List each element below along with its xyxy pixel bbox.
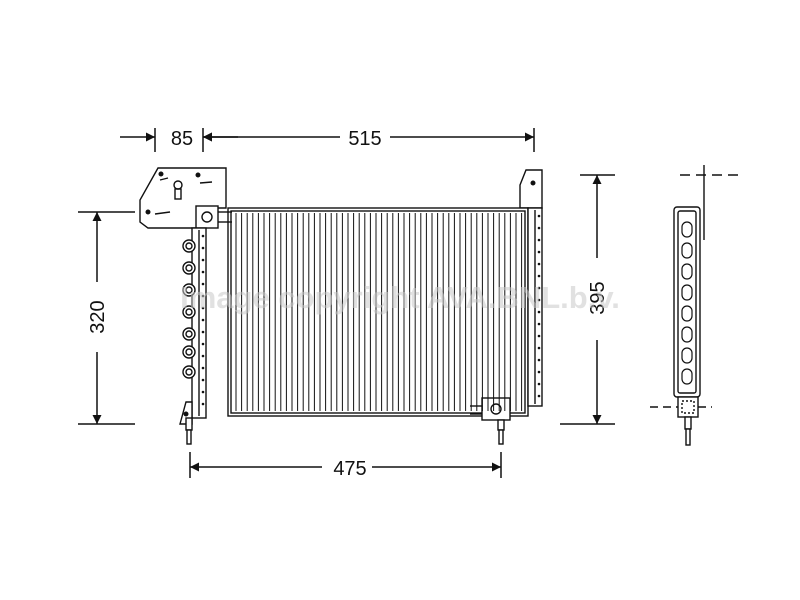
rivet	[537, 394, 541, 398]
rivet	[537, 346, 541, 350]
rivet	[201, 378, 205, 382]
rivet	[537, 250, 541, 254]
tube-bend-inner	[185, 348, 193, 356]
left-tube-bends	[182, 239, 196, 379]
rivet	[201, 306, 205, 310]
dim-320-label: 320	[87, 300, 109, 333]
rivet	[201, 342, 205, 346]
dim-475-label: 475	[333, 458, 366, 480]
rivet	[537, 334, 541, 338]
side-slot	[681, 263, 693, 280]
condenser-fins	[235, 213, 523, 411]
rivet	[537, 310, 541, 314]
tube-bend-inner	[185, 368, 193, 376]
rivet	[201, 270, 205, 274]
dimension-475	[189, 452, 502, 478]
side-view-slots	[681, 221, 693, 385]
condenser-side-view	[650, 165, 740, 446]
tube-bend-inner	[185, 286, 193, 294]
dimension-320	[78, 211, 135, 425]
rivet	[537, 298, 541, 302]
rivet	[201, 402, 205, 406]
rivet	[201, 234, 205, 238]
left-tank-rivets	[201, 234, 205, 406]
side-slot	[681, 221, 693, 238]
rivet	[201, 366, 205, 370]
rivet	[537, 214, 541, 218]
rivet	[537, 226, 541, 230]
dimension-395	[560, 174, 615, 425]
side-slot	[681, 326, 693, 343]
dim-395-label: 395	[587, 281, 609, 314]
rivet	[201, 354, 205, 358]
tube-bend-inner	[185, 308, 193, 316]
watermark: Image copyright AVA.BNL.b.v.	[180, 280, 620, 315]
side-slot	[681, 284, 693, 301]
tube-bend-inner	[185, 330, 193, 338]
rivet	[537, 274, 541, 278]
tube-bend-inner	[185, 242, 193, 250]
side-slot	[681, 347, 693, 364]
rivet	[201, 294, 205, 298]
rivet	[201, 318, 205, 322]
rivet	[537, 370, 541, 374]
dimension-515	[203, 128, 535, 152]
condenser-front-view	[139, 167, 543, 445]
rivet	[537, 358, 541, 362]
tube-bend-inner	[185, 264, 193, 272]
side-slot	[681, 368, 693, 385]
rivet	[537, 322, 541, 326]
dim-515-label: 515	[348, 128, 381, 150]
side-slot	[681, 242, 693, 259]
rivet	[201, 282, 205, 286]
rivet	[537, 238, 541, 242]
rivet	[201, 330, 205, 334]
rivet	[537, 286, 541, 290]
side-slot	[681, 305, 693, 322]
right-tank-rivets	[537, 214, 541, 398]
rivet	[201, 246, 205, 250]
rivet	[201, 258, 205, 262]
rivet	[537, 382, 541, 386]
rivet	[201, 390, 205, 394]
rivet	[537, 262, 541, 266]
dim-85-label: 85	[171, 128, 193, 150]
